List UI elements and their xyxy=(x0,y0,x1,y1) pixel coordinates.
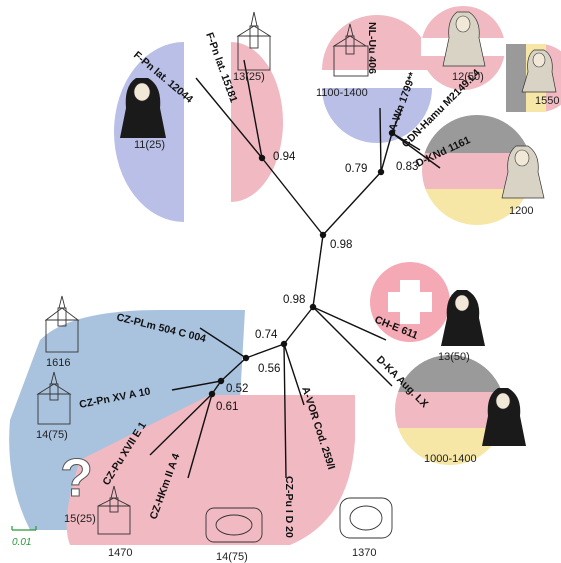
tree-branches xyxy=(149,59,441,479)
group-label: 1370 xyxy=(352,547,376,559)
nl-flag-white xyxy=(322,70,432,88)
group-label: 1616 xyxy=(46,357,70,369)
group-label: 1000-1400 xyxy=(424,453,477,465)
tip-label: CZ-Pu I D 20 xyxy=(283,476,295,538)
nun-illustration xyxy=(521,49,557,93)
group-label: 1200 xyxy=(509,205,533,217)
church-illustration xyxy=(36,371,72,425)
group-label: 15(25) xyxy=(64,513,96,525)
nl-flag-blue xyxy=(322,88,432,143)
support-value: 0.61 xyxy=(216,401,238,413)
scale-bar: 0.01 xyxy=(11,526,37,548)
question-illustration: ? xyxy=(60,448,94,509)
church-illustration xyxy=(97,485,131,535)
group-label: 11(25) xyxy=(134,139,165,151)
nl-flag-red xyxy=(322,15,432,70)
tip-label: NL-Uu 406 xyxy=(366,22,378,74)
ornament-illustration xyxy=(339,497,393,539)
group-label: 13(50) xyxy=(438,351,470,363)
group-label: 12(50) xyxy=(452,71,484,83)
group-label: 1550 xyxy=(535,95,559,107)
france-flag-red xyxy=(231,42,283,202)
red-region-sector xyxy=(66,395,356,545)
nun-illustration xyxy=(120,78,166,138)
church-illustration xyxy=(236,11,272,71)
support-value: 0.52 xyxy=(226,383,248,395)
nun-illustration xyxy=(501,145,545,199)
support-value: 0.98 xyxy=(283,294,305,306)
france-flag-white xyxy=(184,42,231,222)
support-value: 0.94 xyxy=(273,151,296,163)
support-value: 0.83 xyxy=(396,161,418,173)
ornament-illustration xyxy=(205,507,263,543)
group-label: 14(75) xyxy=(216,551,248,563)
support-value: 0.74 xyxy=(255,329,278,341)
group-label: 13(25) xyxy=(233,71,265,83)
support-value: 0.98 xyxy=(330,239,352,251)
canada-flag-gray xyxy=(506,44,526,112)
support-value: 0.79 xyxy=(345,163,367,175)
svg-text:?: ? xyxy=(60,448,93,508)
nun-illustration xyxy=(442,11,486,67)
nun-illustration xyxy=(482,388,526,446)
group-label: 1100-1400 xyxy=(316,87,368,99)
group-label: 1470 xyxy=(108,547,132,559)
scale-bar-label: 0.01 xyxy=(12,537,31,548)
tree-nodes xyxy=(208,129,396,398)
support-value: 0.56 xyxy=(258,363,280,375)
swiss-cross-h xyxy=(388,292,432,312)
church-illustration xyxy=(44,295,80,353)
church-illustration xyxy=(332,23,369,77)
group-label: 14(75) xyxy=(36,429,68,441)
nun-illustration xyxy=(441,290,485,346)
